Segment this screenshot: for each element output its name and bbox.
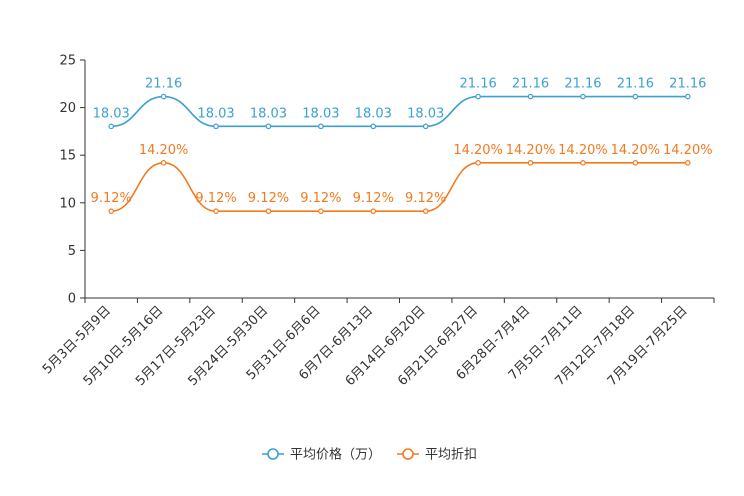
data-point[interactable] xyxy=(318,123,324,130)
data-point[interactable] xyxy=(475,93,481,100)
legend-marker-icon xyxy=(267,448,279,460)
data-point[interactable] xyxy=(527,93,534,100)
data-point[interactable] xyxy=(580,93,586,100)
data-point[interactable] xyxy=(632,160,639,166)
data-point[interactable] xyxy=(370,123,377,130)
legend-label: 平均折扣 xyxy=(425,448,477,463)
data-label: 21.16 xyxy=(564,77,601,92)
data-label: 14.20% xyxy=(611,143,661,158)
y-tick-label: 20 xyxy=(59,101,76,116)
data-label: 18.03 xyxy=(302,106,339,121)
legend[interactable]: 平均价格（万） 平均折扣 xyxy=(262,447,477,463)
legend-item-1[interactable]: 平均折扣 xyxy=(397,448,477,463)
data-label: 18.03 xyxy=(250,106,287,121)
data-label: 9.12% xyxy=(91,191,132,206)
data-label: 9.12% xyxy=(248,191,289,206)
legend-label: 平均价格（万） xyxy=(290,447,381,463)
data-point[interactable] xyxy=(475,160,481,166)
data-label: 18.03 xyxy=(197,106,234,121)
data-point[interactable] xyxy=(422,123,429,130)
data-label: 14.20% xyxy=(453,143,503,158)
y-tick-label: 5 xyxy=(68,244,76,259)
data-point[interactable] xyxy=(265,208,272,214)
data-label: 18.03 xyxy=(407,106,444,121)
data-label: 9.12% xyxy=(353,191,394,206)
data-label: 21.16 xyxy=(669,77,706,92)
y-tick-label: 0 xyxy=(68,292,76,307)
data-label: 9.12% xyxy=(195,191,236,206)
data-label: 21.16 xyxy=(617,77,654,92)
data-point[interactable] xyxy=(684,160,691,166)
legend-marker-icon xyxy=(402,448,414,460)
data-point[interactable] xyxy=(370,208,377,214)
data-label: 18.03 xyxy=(93,106,130,121)
data-label: 21.16 xyxy=(512,77,549,92)
data-point[interactable] xyxy=(422,208,429,214)
data-label: 9.12% xyxy=(405,191,446,206)
y-tick-label: 15 xyxy=(59,149,76,164)
data-point[interactable] xyxy=(108,123,115,130)
data-label: 14.20% xyxy=(139,143,189,158)
data-point[interactable] xyxy=(580,160,586,166)
data-label: 9.12% xyxy=(300,191,341,206)
y-tick-label: 25 xyxy=(59,54,76,69)
data-point[interactable] xyxy=(160,93,167,100)
data-point[interactable] xyxy=(108,208,115,214)
data-label: 18.03 xyxy=(355,106,392,121)
data-point[interactable] xyxy=(684,93,691,100)
data-point[interactable] xyxy=(318,208,324,214)
data-point[interactable] xyxy=(527,160,534,166)
legend-item-0[interactable]: 平均价格（万） xyxy=(262,447,381,463)
data-point[interactable] xyxy=(632,93,639,100)
data-label: 21.16 xyxy=(460,77,497,92)
y-tick-label: 10 xyxy=(59,196,76,211)
axes: 05101520255月3日-5月9日5月10日-5月16日5月17日-5月23… xyxy=(40,54,715,389)
data-point[interactable] xyxy=(160,160,167,166)
data-label: 14.20% xyxy=(558,143,608,158)
data-label: 14.20% xyxy=(506,143,556,158)
data-label: 21.16 xyxy=(145,77,182,92)
data-point[interactable] xyxy=(265,123,272,130)
data-point[interactable] xyxy=(213,123,219,130)
series-group xyxy=(108,93,691,214)
data-point[interactable] xyxy=(213,208,219,214)
data-labels: 18.03 21.16 18.03 18.03 18.03 18.03 18.03 21.16… xyxy=(91,77,713,207)
data-label: 14.20% xyxy=(663,143,713,158)
